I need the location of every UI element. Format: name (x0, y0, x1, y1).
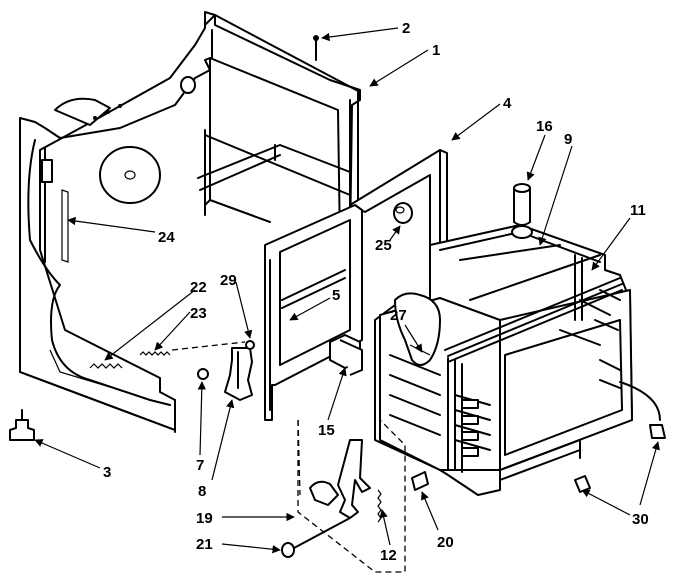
label-part-12: 12 (380, 547, 397, 564)
front-frame-part (264, 204, 363, 421)
label-part-9: 9 (564, 131, 572, 148)
leader-arrows (34, 27, 660, 554)
label-part-15: 15 (318, 422, 335, 439)
part-29-7-8-hinge (197, 340, 255, 401)
label-part-21: 21 (196, 536, 213, 553)
label-part-24: 24 (158, 229, 175, 246)
label-part-4: 4 (503, 95, 512, 112)
part-25-knob (393, 202, 413, 224)
label-part-2: 2 (402, 20, 410, 37)
label-part-16: 16 (536, 118, 553, 135)
label-part-25: 25 (375, 237, 392, 254)
oven-cavity-liner (374, 224, 666, 496)
part-16-cylinder (513, 183, 531, 226)
part-number-labels: 2 1 4 16 9 11 24 25 22 29 5 23 27 15 3 7… (103, 20, 649, 564)
side-panel-assembly (19, 11, 361, 433)
part-22-23-springs (89, 341, 246, 369)
label-part-19: 19 (196, 510, 213, 527)
part-2-screw (313, 35, 319, 61)
label-part-20: 20 (437, 534, 454, 551)
label-part-23: 23 (190, 305, 207, 322)
label-part-30: 30 (632, 511, 649, 528)
label-part-5: 5 (332, 287, 340, 304)
part-3-leveling-leg (9, 409, 35, 441)
label-part-27: 27 (390, 307, 407, 324)
label-part-29: 29 (220, 272, 237, 289)
door-latch-assembly (281, 419, 429, 573)
label-part-3: 3 (103, 464, 111, 481)
label-part-22: 22 (190, 279, 207, 296)
label-part-1: 1 (432, 42, 440, 59)
label-part-7: 7 (196, 457, 204, 474)
label-part-8: 8 (198, 483, 206, 500)
label-part-11: 11 (630, 202, 646, 219)
